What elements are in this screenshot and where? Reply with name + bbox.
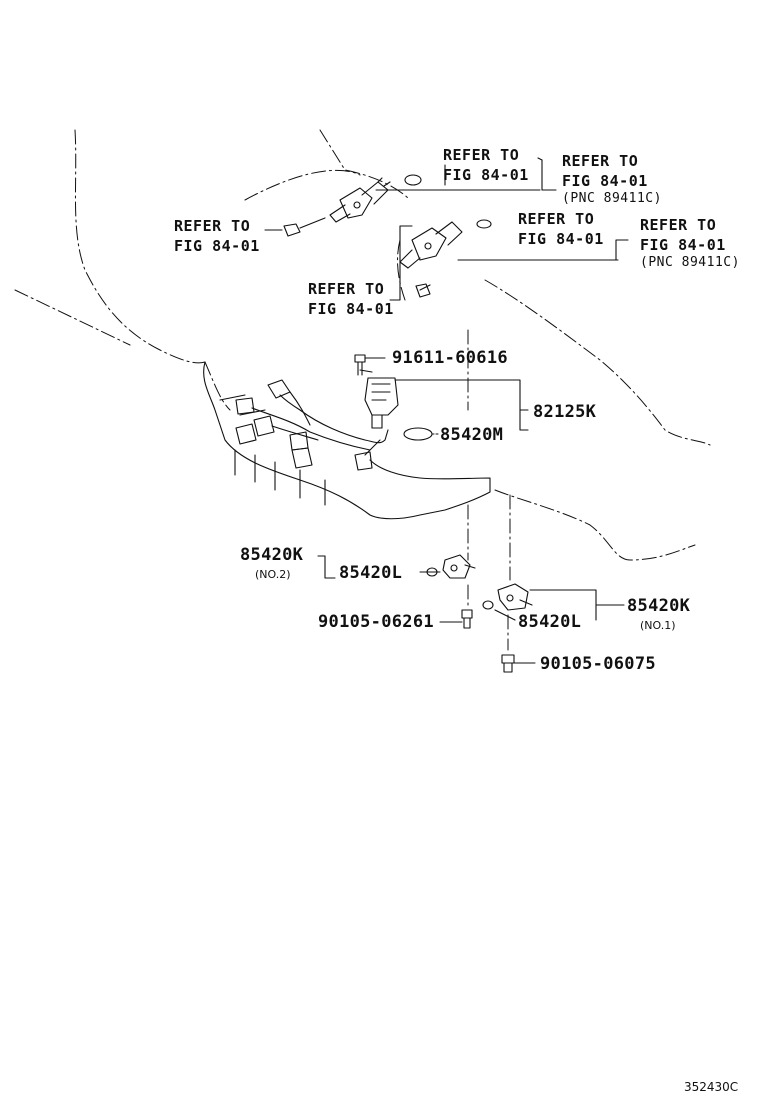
part-bolt-91611-60616: 91611-60616 bbox=[392, 348, 508, 368]
bolt-90105-06075 bbox=[501, 654, 536, 673]
ref-label-3: REFER TO FIG 84-01 bbox=[174, 217, 260, 255]
ref-label-2: REFER TO FIG 84-01 (PNC 89411C) bbox=[562, 152, 662, 206]
ref-label-4: REFER TO FIG 84-01 bbox=[518, 210, 604, 248]
ref-pnc: (PNC 89411C) bbox=[562, 191, 662, 206]
ref-line2: FIG 84-01 bbox=[518, 230, 604, 248]
oring-upper-left bbox=[404, 174, 422, 186]
ref-line1: REFER TO bbox=[562, 152, 639, 170]
ref-line2: FIG 84-01 bbox=[174, 237, 260, 255]
part-oring-85420m: 85420M bbox=[440, 425, 504, 445]
ref-line1: REFER TO bbox=[640, 216, 717, 234]
ref-line1: REFER TO bbox=[308, 280, 385, 298]
ref-label-1: REFER TO FIG 84-01 bbox=[443, 146, 529, 184]
engine-outline bbox=[14, 129, 711, 651]
note-no2: (NO.2) bbox=[255, 568, 291, 581]
figure-code: 352430C bbox=[684, 1080, 739, 1094]
part-oring-85420l-right: 85420L bbox=[518, 612, 582, 632]
ref-label-6: REFER TO FIG 84-01 bbox=[308, 280, 394, 318]
cam-sensor-upper-left bbox=[283, 177, 541, 237]
wire-harness bbox=[235, 379, 389, 471]
part-knock-sensor-no2: 85420K bbox=[240, 545, 304, 565]
oring-upper-right bbox=[476, 219, 492, 229]
cam-sensor-upper-right bbox=[399, 221, 619, 298]
note-no1: (NO.1) bbox=[640, 619, 676, 632]
part-bolt-90105-06075: 90105-06075 bbox=[540, 654, 656, 674]
ref-line1: REFER TO bbox=[443, 146, 520, 164]
ref-line2: FIG 84-01 bbox=[308, 300, 394, 318]
ref-line2: FIG 84-01 bbox=[443, 166, 529, 184]
ref-line1: REFER TO bbox=[174, 217, 251, 235]
ref-label-5: REFER TO FIG 84-01 (PNC 89411C) bbox=[640, 216, 740, 270]
ref-line2: FIG 84-01 bbox=[640, 236, 726, 254]
part-oring-85420l-left: 85420L bbox=[339, 563, 403, 583]
oring-85420m bbox=[403, 427, 433, 441]
ref-pnc: (PNC 89411C) bbox=[640, 255, 740, 270]
part-harness-82125k: 82125K bbox=[533, 402, 597, 422]
bolt-91611-60616 bbox=[354, 354, 386, 376]
part-knock-sensor-no1: 85420K bbox=[627, 596, 691, 616]
ref-line2: FIG 84-01 bbox=[562, 172, 648, 190]
knock-sensor-no2 bbox=[442, 554, 476, 579]
bolt-90105-06261 bbox=[439, 609, 473, 629]
crank-sensor-connector bbox=[359, 369, 399, 429]
ref-line1: REFER TO bbox=[518, 210, 595, 228]
leader-lines bbox=[264, 157, 629, 621]
oring-85420l-right bbox=[482, 600, 494, 610]
knock-sensor-no1 bbox=[497, 583, 533, 611]
part-bolt-90105-06261: 90105-06261 bbox=[318, 612, 434, 632]
